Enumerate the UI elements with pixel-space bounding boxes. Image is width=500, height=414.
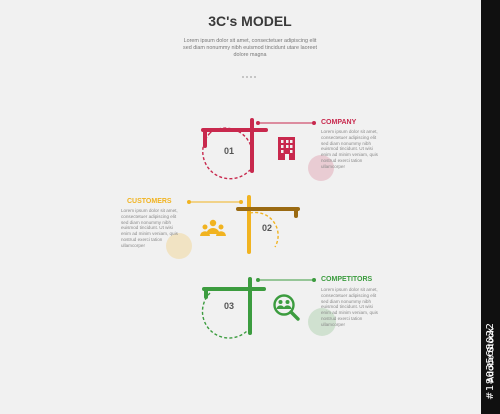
company-number: 01 <box>224 146 235 156</box>
competitors-connector-dot-right <box>312 278 316 282</box>
pagination-dots <box>241 65 257 83</box>
customers-dashed-arc <box>249 211 279 248</box>
company-connector-dot-right <box>312 121 316 125</box>
page-subtitle: Lorem ipsum dolor sit amet, consectetuer… <box>183 38 317 58</box>
company-bubble <box>308 155 334 181</box>
customers-description: Lorem ipsum dolor sit amet, consectetuer… <box>121 208 178 248</box>
stock-watermark-strip <box>481 0 500 414</box>
competitors-diagram-shape <box>201 277 336 339</box>
company-diagram-shape <box>201 118 334 181</box>
customers-connector-dot-left <box>187 200 191 204</box>
building-icon <box>278 137 295 160</box>
competitors-connector-dot-left <box>256 278 260 282</box>
company-connector-dot-left <box>256 121 260 125</box>
stock-brand-label: Adobe Stock <box>485 327 496 383</box>
competitors-description: Lorem ipsum dolor sit amet, consectetuer… <box>321 287 378 327</box>
customers-connector-dot-right <box>239 200 243 204</box>
competitors-bubble <box>308 308 336 336</box>
page-title: 3C's MODEL <box>208 13 292 29</box>
customers-label: CUSTOMERS <box>127 198 172 205</box>
customers-group-icon <box>200 219 226 236</box>
customers-number: 02 <box>262 223 273 233</box>
company-label: COMPANY <box>321 119 357 126</box>
customers-bubble <box>166 233 192 259</box>
competitors-label: COMPETITORS <box>321 276 373 283</box>
company-description: Lorem ipsum dolor sit amet, consectetuer… <box>321 129 378 169</box>
customers-diagram-shape <box>166 195 300 259</box>
competitors-number: 03 <box>224 301 235 311</box>
competitor-search-icon <box>273 294 300 321</box>
competitors-dashed-arc <box>201 292 249 339</box>
